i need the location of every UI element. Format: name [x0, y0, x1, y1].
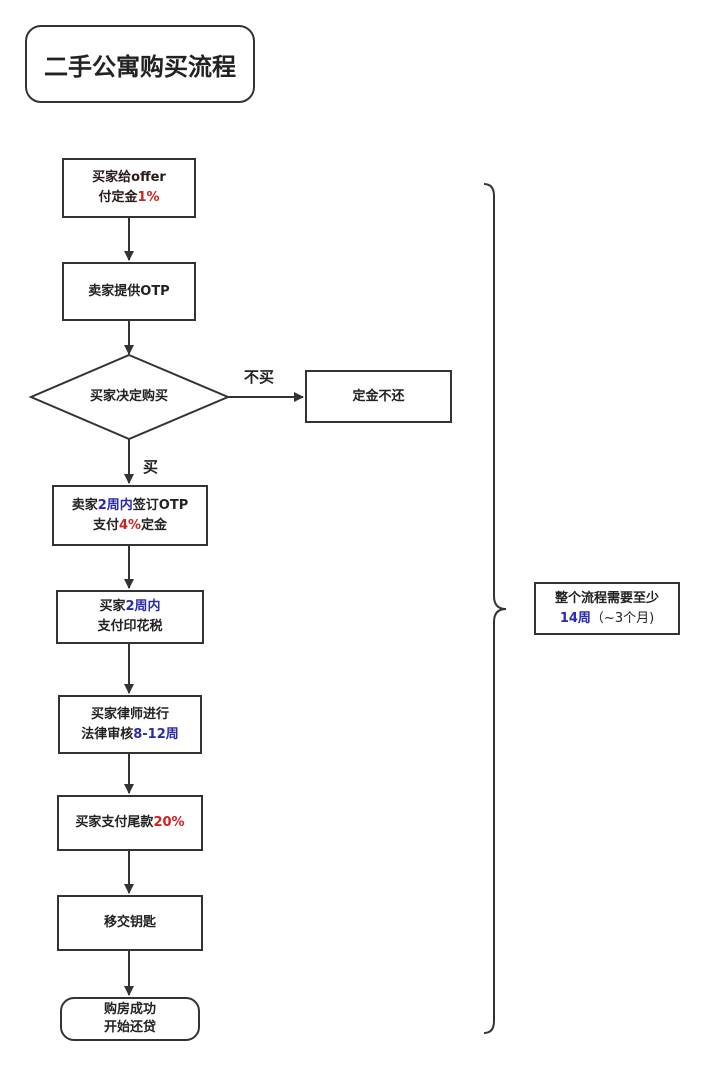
step-sign-line2-a: 支付	[92, 517, 119, 533]
decision-diamond	[28, 353, 231, 441]
step-no-refund: 定金不还	[305, 370, 452, 423]
step-no-refund-text: 定金不还	[352, 388, 405, 404]
step-lawyer-line1: 买家律师进行	[90, 706, 169, 722]
step-done-line1: 购房成功	[103, 1002, 156, 1017]
step-otp-text: 卖家提供OTP	[88, 283, 170, 299]
step-sign-line1-b: 2周内	[97, 497, 133, 513]
step-stamp-duty: 买家2周内 支付印花税	[56, 590, 204, 644]
step-sign-line1-c: 签订OTP	[132, 497, 189, 513]
step-handover-keys: 移交钥匙	[57, 895, 203, 951]
step-done: 购房成功 开始还贷	[60, 997, 200, 1041]
summary-line2-b: （~3个月)	[590, 610, 655, 626]
step-lawyer-line2-b: 8-12周	[133, 726, 179, 742]
step-lawyer-line2-a: 法律审核	[81, 726, 134, 742]
step-offer-line2-b: 1%	[137, 190, 160, 205]
decision-label: 买家决定购买	[70, 384, 188, 410]
step-offer-line1-a: 买家给	[92, 170, 132, 185]
step-sign-line2-c: 定金	[141, 517, 168, 533]
step-offer-line1-b: offer	[131, 170, 166, 185]
summary-box: 整个流程需要至少 14周（~3个月)	[534, 582, 680, 635]
edge-label-yes: 买	[143, 458, 159, 476]
summary-brace	[483, 183, 507, 1034]
page-title-text: 二手公寓购买流程	[44, 52, 236, 81]
step-lawyer-review: 买家律师进行 法律审核8-12周	[58, 695, 202, 754]
step-offer: 买家给offer 付定金1%	[62, 158, 196, 218]
summary-line1: 整个流程需要至少	[554, 590, 659, 606]
step-sign-otp: 卖家2周内签订OTP 支付4%定金	[52, 485, 208, 546]
step-done-line2: 开始还贷	[103, 1020, 156, 1035]
step-stamp-line1-b: 2周内	[125, 599, 161, 614]
step-sign-line2-b: 4%	[118, 517, 142, 533]
step-balance-payment: 买家支付尾款20%	[57, 795, 203, 851]
decision-text: 买家决定购买	[89, 389, 168, 404]
step-offer-line2-a: 付定金	[98, 190, 138, 205]
step-otp: 卖家提供OTP	[62, 262, 196, 321]
step-sign-line1-a: 卖家	[71, 497, 98, 513]
step-balance-text-b: 20%	[153, 815, 185, 830]
summary-line2-a: 14周	[559, 610, 591, 626]
step-stamp-line2: 支付印花税	[97, 619, 163, 634]
page-title: 二手公寓购买流程	[25, 25, 255, 103]
edge-label-no: 不买	[244, 368, 275, 386]
step-balance-text-a: 买家支付尾款	[75, 815, 154, 830]
step-stamp-line1-a: 买家	[99, 599, 126, 614]
step-keys-text: 移交钥匙	[103, 915, 156, 930]
